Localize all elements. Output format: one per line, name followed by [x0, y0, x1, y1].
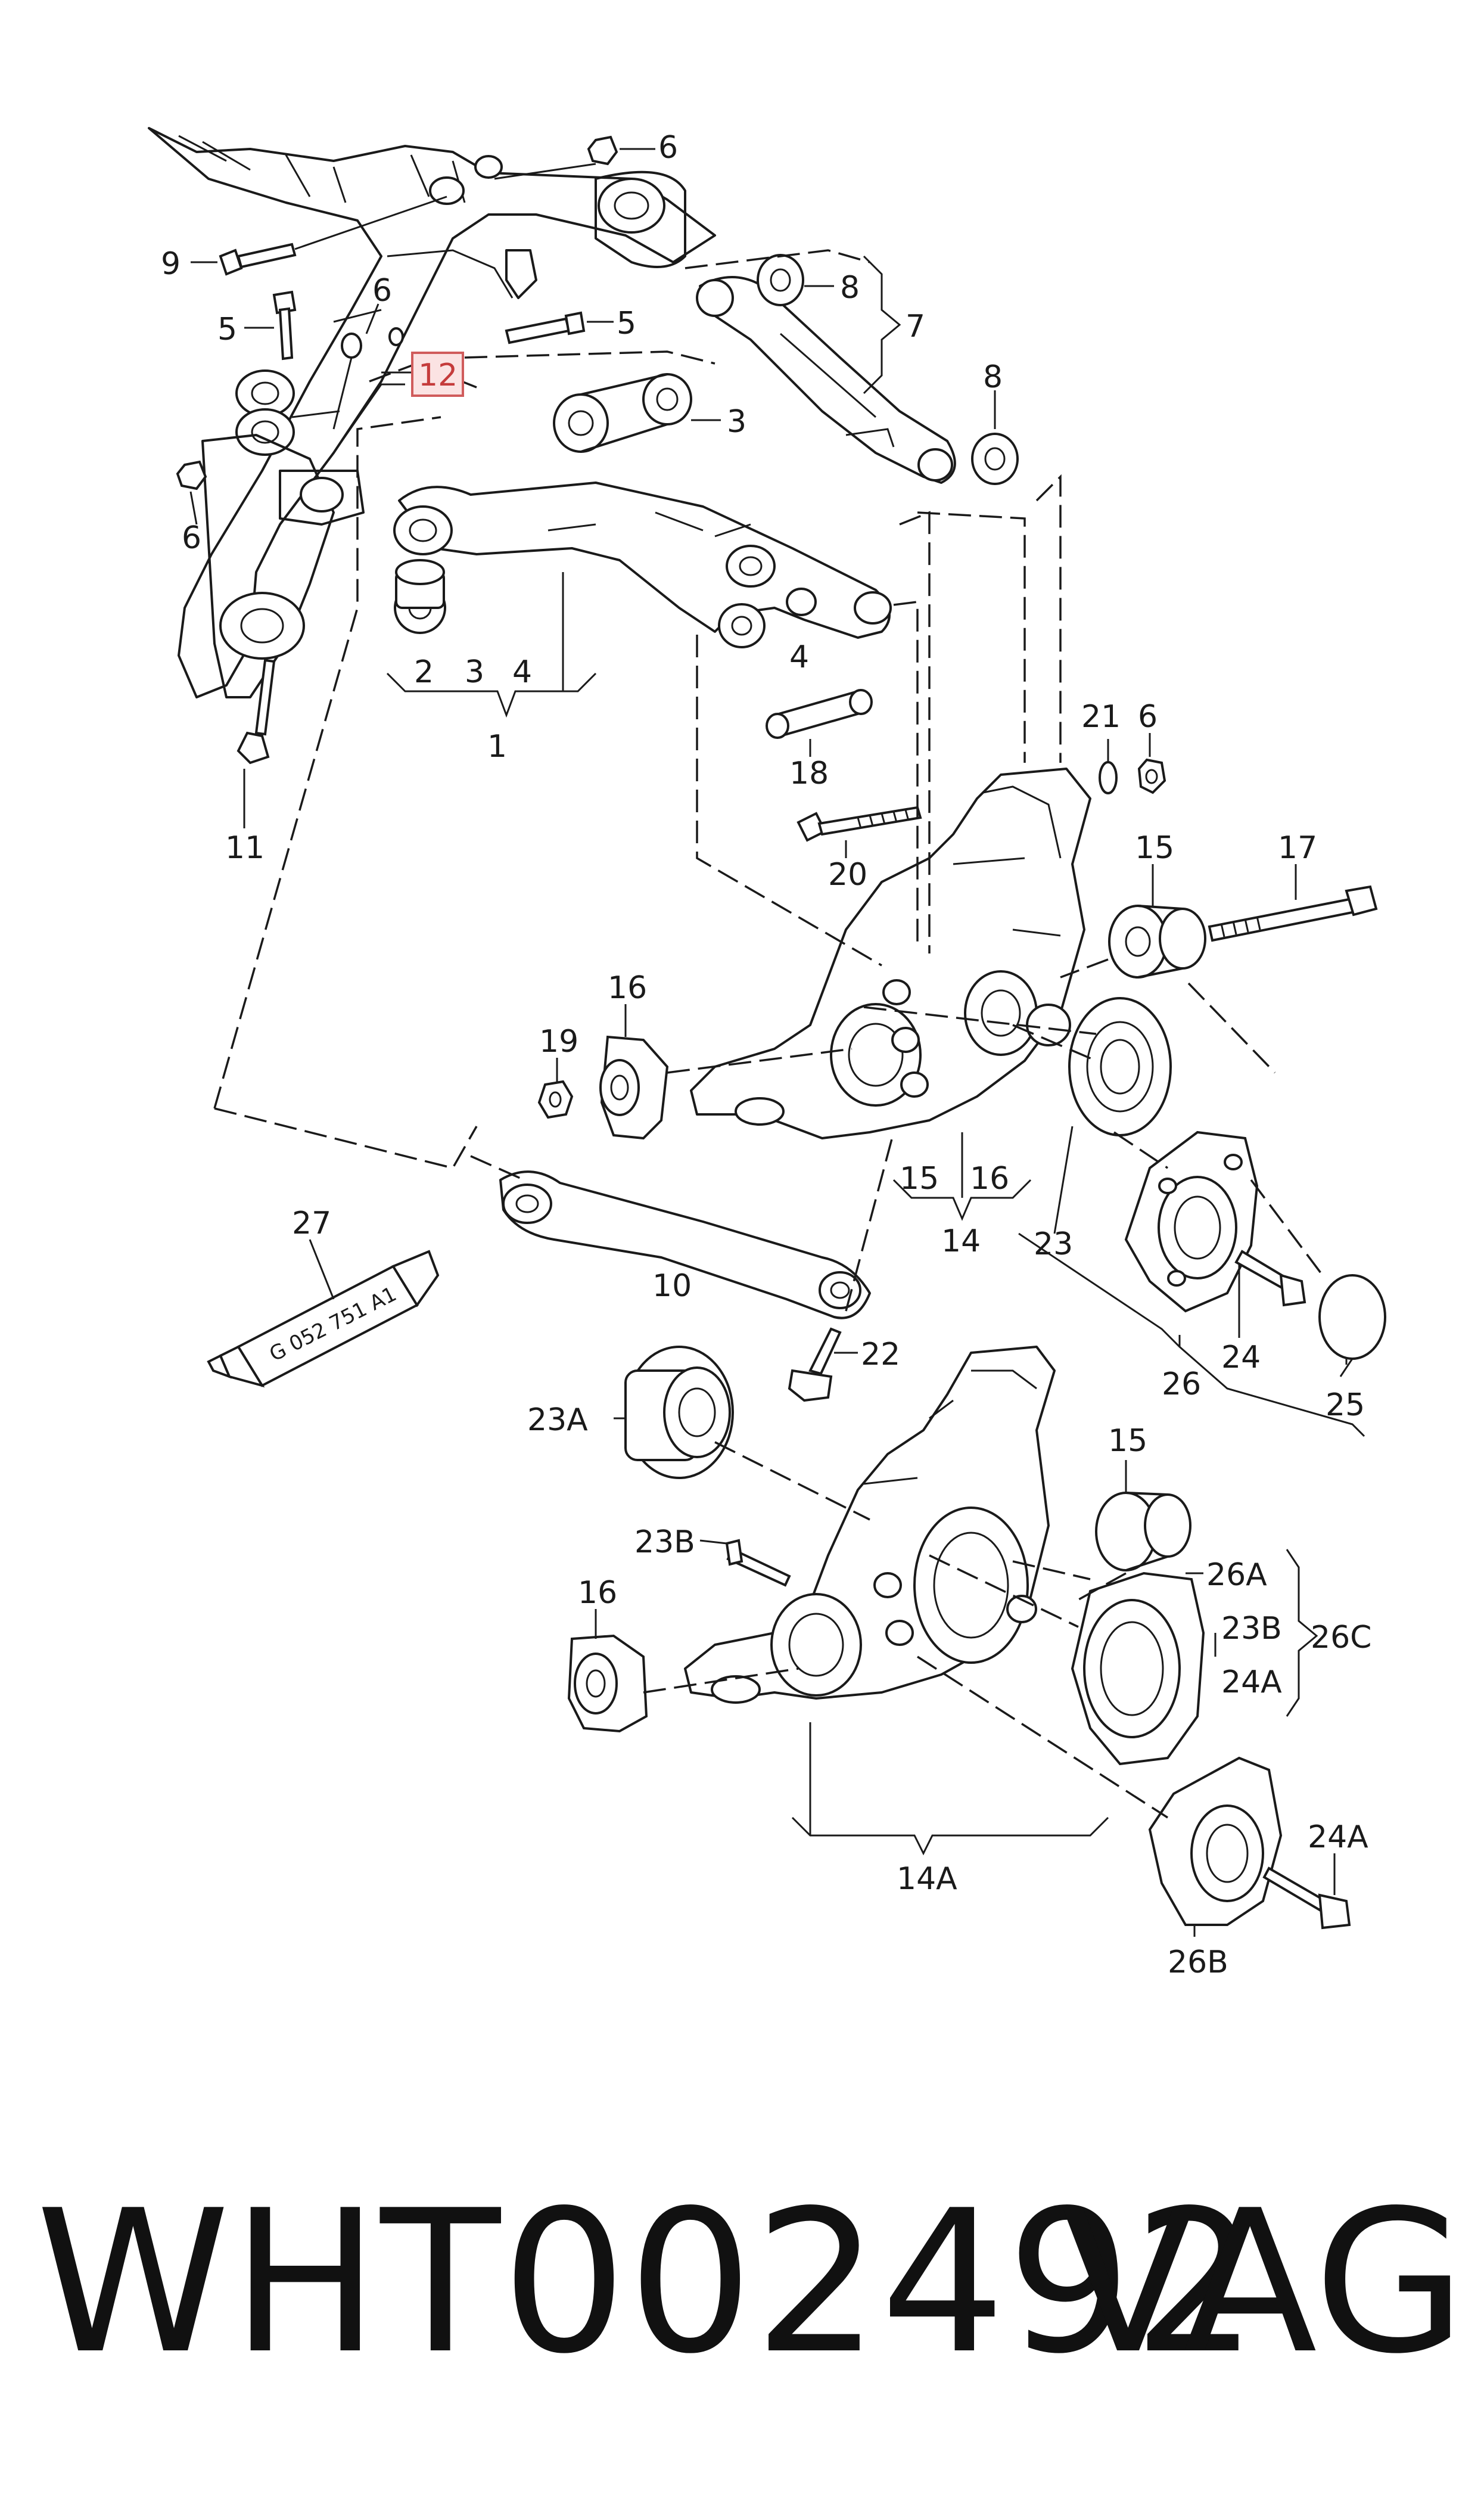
callout-10: 10 [652, 1268, 692, 1304]
callout-14: 14 [941, 1223, 981, 1259]
hub-bolt-24a [1262, 1866, 1351, 1930]
callout-24a: 24A [1221, 1664, 1282, 1700]
callout-26a: 26A [1206, 1557, 1267, 1593]
highlighted-callout-12[interactable]: 12 [411, 352, 464, 397]
callout-4: 4 [512, 654, 532, 690]
callout-26c: 26C [1311, 1620, 1371, 1655]
callout-26: 26 [1162, 1366, 1201, 1402]
callout-6: 6 [372, 273, 392, 309]
nut-19 [537, 1080, 574, 1119]
wheel-bearing-housing [690, 768, 1091, 1139]
callout-18: 18 [789, 756, 829, 791]
brand-name: VAG [1060, 2168, 1466, 2397]
callout-26b: 26B [1168, 1945, 1228, 1980]
bushing-16 [599, 1035, 669, 1140]
callout-6: 6 [658, 130, 678, 166]
screws-and-leaders [176, 135, 1354, 1937]
bolt-23b [725, 1539, 791, 1587]
wheel-hub-26c [1071, 1571, 1283, 1926]
bushing-15-upper [1108, 905, 1206, 979]
callout-9: 9 [161, 246, 181, 282]
footer: WHT002492 VAG [0, 2157, 1484, 2408]
callout-23a: 23A [527, 1402, 588, 1438]
wheel-hub-26 [1124, 1130, 1259, 1313]
bolt-17 [1208, 885, 1378, 942]
bolt-20 [797, 806, 922, 842]
callout-7: 7 [906, 309, 925, 344]
group-brackets [386, 255, 1365, 1856]
bush-pin [766, 689, 873, 739]
callout-27: 27 [292, 1206, 331, 1241]
callout-24: 24 [1221, 1340, 1261, 1375]
callout-3: 3 [465, 654, 484, 690]
washer-nut-21-6 [1099, 758, 1166, 794]
callout-21: 21 [1081, 699, 1121, 735]
callout-17: 17 [1278, 830, 1317, 866]
callout-12: 12 [418, 358, 458, 393]
part-number: WHT002492 [36, 2168, 1259, 2397]
upper-control-arm [696, 254, 1019, 485]
callout-1: 1 [487, 729, 507, 765]
callout-15: 15 [1135, 830, 1174, 866]
lower-control-arm [393, 373, 892, 648]
callout-labels: 6 9 6 5 5 8 7 8 3 6 2 3 4 1 4 11 18 20 2… [161, 130, 1371, 1980]
callout-16: 16 [608, 970, 647, 1006]
callout-23b: 23B [634, 1524, 695, 1560]
hub-bolt-24 [1234, 1250, 1306, 1307]
callout-11: 11 [225, 830, 265, 866]
dust-cap-25 [1318, 1274, 1386, 1360]
callout-2: 2 [414, 654, 434, 690]
callout-3: 3 [727, 404, 746, 440]
wheel-bearing-23 [1068, 997, 1172, 1136]
exploded-parts-diagram: G 052 751 A1 [148, 127, 1386, 1980]
callout-14a: 14A [897, 1861, 957, 1897]
callout-8: 8 [983, 359, 1003, 395]
bushing-16-lower [567, 1634, 648, 1733]
callout-5: 5 [617, 306, 636, 341]
subframe [148, 127, 716, 698]
callout-15: 15 [1108, 1423, 1147, 1459]
bushing-15-lower [1095, 1492, 1191, 1571]
callout-16: 16 [970, 1161, 1009, 1197]
callout-6: 6 [182, 520, 201, 556]
assembly-dashed-lines [213, 249, 1324, 1819]
callout-4: 4 [789, 639, 809, 675]
callout-16: 16 [578, 1575, 617, 1611]
callout-6: 6 [1138, 699, 1158, 735]
callout-23: 23 [1034, 1226, 1073, 1262]
callout-23b: 23B [1221, 1611, 1282, 1647]
callout-15: 15 [900, 1161, 939, 1197]
callout-20: 20 [828, 857, 867, 893]
callout-22: 22 [861, 1337, 900, 1372]
callout-25: 25 [1326, 1387, 1365, 1423]
callout-19: 19 [539, 1024, 578, 1060]
callout-8: 8 [840, 270, 860, 306]
bolt-22 [788, 1327, 842, 1402]
wheel-bearing-housing-14a [684, 1346, 1056, 1704]
wheel-bearing-23a [624, 1346, 734, 1479]
callout-5: 5 [217, 312, 237, 347]
callout-24a: 24A [1308, 1819, 1368, 1855]
